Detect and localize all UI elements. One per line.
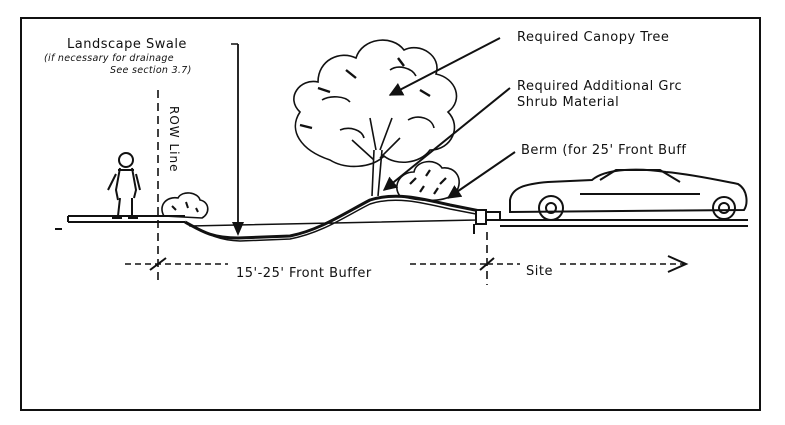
canopy-tree-label: Required Canopy Tree (517, 30, 670, 45)
pedestrian-icon (107, 152, 141, 219)
berm-label: Berm (for 25' Front Buff (521, 143, 687, 158)
site-arrow (487, 255, 689, 273)
site-label: Site (526, 264, 553, 279)
berm-soil (189, 199, 477, 242)
swale-note-line-1: (if necessary for drainage (44, 53, 174, 64)
row-line-label: ROW Line (167, 106, 181, 173)
additional-shrub-label-line-2: Shrub Material (517, 95, 620, 110)
swale-leader-arrow (231, 43, 244, 236)
ground-profile (184, 194, 486, 240)
berm-shrub-icon (396, 160, 460, 202)
curb (473, 209, 501, 234)
road (500, 219, 748, 227)
landscape-swale-label: Landscape Swale (67, 37, 187, 52)
car-icon (509, 168, 748, 221)
diagram-frame (20, 17, 761, 411)
canopy-tree-leader (388, 37, 501, 96)
row-shrub-icon (161, 192, 209, 219)
shrub-leader (382, 87, 511, 191)
additional-shrub-label-line-1: Required Additional Grc (517, 79, 683, 94)
berm-leader (446, 151, 516, 199)
canopy-tree-icon (293, 39, 458, 197)
swale-note-line-2: See section 3.7) (110, 65, 192, 76)
front-buffer-label: 15'-25' Front Buffer (236, 266, 372, 281)
